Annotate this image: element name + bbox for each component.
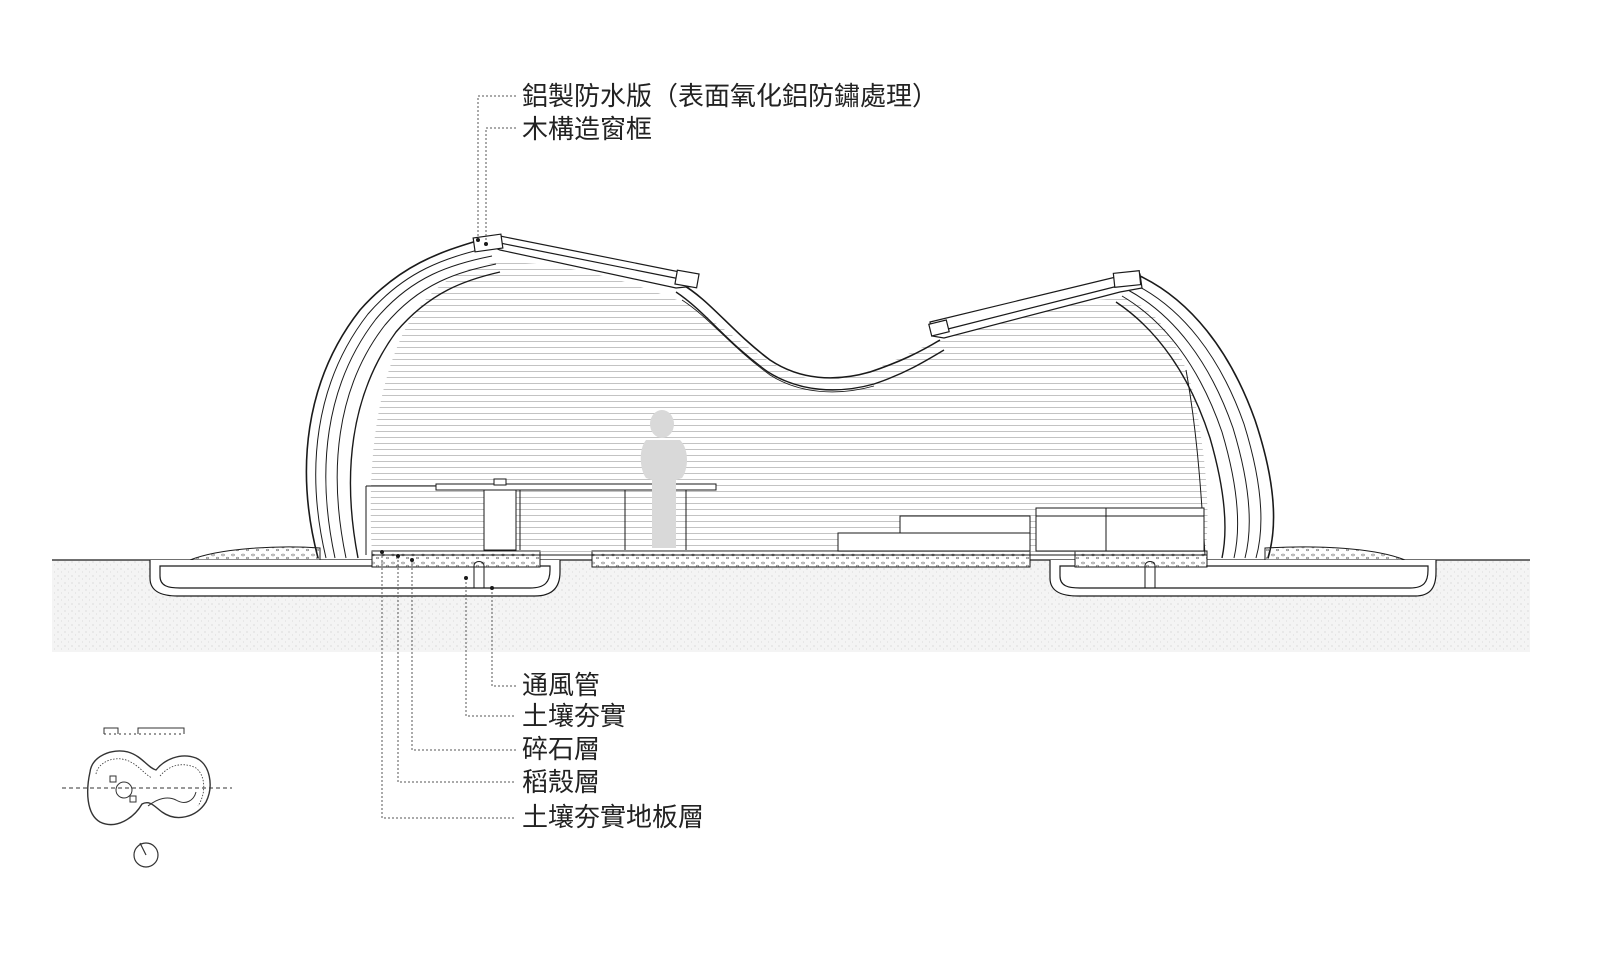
- gravel-mounds: [189, 546, 1406, 561]
- north-arrow-icon: [133, 842, 159, 868]
- label-timber-window-frame: 木構造窗框: [522, 115, 652, 145]
- foundation-footings: [149, 560, 1437, 597]
- human-figure: [640, 410, 687, 548]
- ventilation-pipe-detail: [473, 561, 1156, 588]
- label-aluminum-flashing: 鋁製防水版（表面氧化鋁防鏽處理）: [522, 82, 938, 112]
- pavilion-shell: [305, 239, 1275, 559]
- leader-dots: [380, 238, 494, 590]
- label-gravel-layer: 碎石層: [522, 735, 600, 765]
- annotations-bottom: 通風管 土壤夯實 碎石層 稻殼層 土壤夯實地板層: [522, 671, 704, 833]
- annotations-top: 鋁製防水版（表面氧化鋁防鏽處理） 木構造窗框: [522, 82, 938, 145]
- scale-bar-icon: [103, 727, 185, 735]
- skylight-windows: [472, 233, 1143, 339]
- label-rice-husk-layer: 稻殼層: [522, 768, 600, 798]
- leader-lines: [381, 95, 516, 819]
- key-plan-icon: [62, 750, 232, 826]
- interior-furniture: [365, 478, 1205, 555]
- label-rammed-earth: 土壤夯實: [522, 702, 626, 732]
- label-ventilation-pipe: 通風管: [522, 671, 600, 701]
- label-rammed-earth-floor: 土壤夯實地板層: [522, 803, 704, 833]
